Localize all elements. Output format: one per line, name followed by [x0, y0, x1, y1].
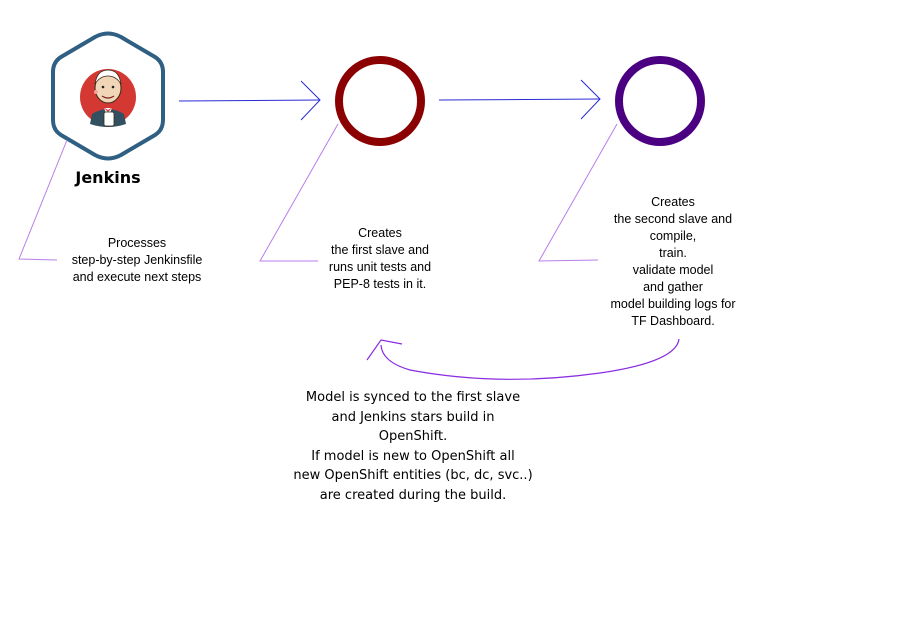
- stage2-line: runs unit tests and: [328, 260, 432, 274]
- stage2-circle: [335, 56, 425, 146]
- stage2-line: Creates: [358, 226, 402, 240]
- feedback-line: new OpenShift entities (bc, dc, svc..): [293, 468, 533, 483]
- stage2-description: Creates the first slave and runs unit te…: [305, 225, 455, 293]
- stage1-line: Processes: [107, 236, 167, 250]
- stage3-line: the second slave and: [613, 212, 733, 226]
- stage3-circle: [615, 56, 705, 146]
- stage1-description: Processes step-by-step Jenkinsfile and e…: [52, 235, 222, 286]
- stage3-line: Creates: [651, 195, 695, 209]
- stage3-line: compile,: [649, 229, 697, 243]
- feedback-description: Model is synced to the first slave and J…: [283, 388, 543, 505]
- feedback-line: Model is synced to the first slave: [305, 390, 521, 405]
- feedback-arrow: [366, 338, 680, 380]
- stage3-line: model building logs for: [610, 297, 736, 311]
- feedback-line: If model is new to OpenShift all: [311, 448, 515, 464]
- feedback-line: OpenShift.: [378, 429, 448, 444]
- jenkins-butler-icon: [80, 69, 136, 127]
- stage3-description: Creates the second slave and compile, tr…: [593, 194, 753, 330]
- arrow-stage2-to-stage3: [438, 79, 601, 120]
- callout-stage3: [538, 123, 618, 262]
- stage3-line: TF Dashboard.: [631, 314, 715, 328]
- jenkins-title: Jenkins: [75, 168, 141, 187]
- stage2-line: PEP-8 tests in it.: [333, 277, 427, 291]
- feedback-line: are created during the build.: [319, 487, 507, 503]
- stage1-line: step-by-step Jenkinsfile: [71, 253, 203, 267]
- stage3-line: train.: [659, 246, 687, 260]
- stage3-line: validate model: [632, 263, 714, 277]
- stage2-line: the first slave and: [331, 243, 429, 257]
- feedback-line: and Jenkins stars build in: [331, 409, 495, 425]
- stage1-line: and execute next steps: [72, 270, 202, 284]
- callout-stage2: [259, 123, 339, 262]
- callout-jenkins: [18, 139, 68, 261]
- stage3-line: and gather: [643, 280, 703, 294]
- arrow-jenkins-to-stage2: [178, 80, 321, 121]
